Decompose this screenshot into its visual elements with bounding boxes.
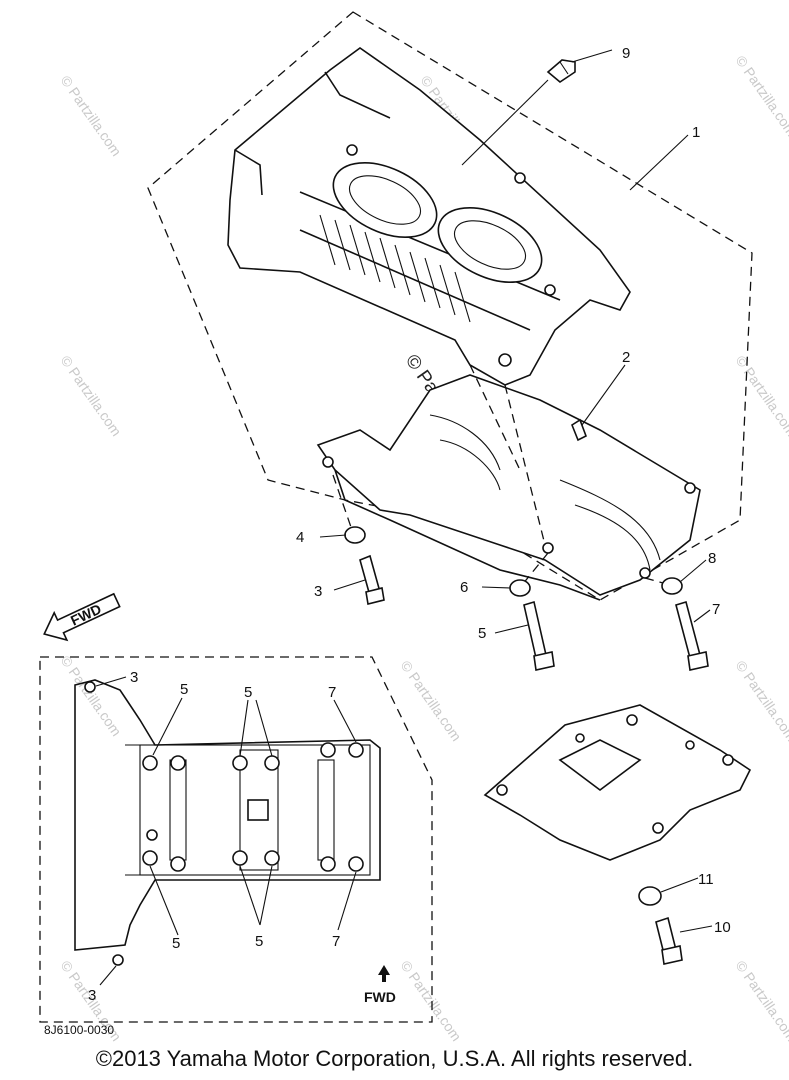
callout-1: 1 [692, 124, 700, 141]
fitting-9 [546, 59, 576, 83]
upper-crankcase [227, 47, 631, 386]
callout-8: 8 [708, 550, 716, 567]
inset-callout-5-left-top: 5 [180, 681, 188, 698]
leader-lines [319, 49, 713, 933]
watermark: © Partzilla.com [58, 73, 125, 159]
callout-9: 9 [622, 45, 630, 62]
watermark: © Partzilla.com [398, 658, 465, 744]
inset-callout-5-mid-top: 5 [244, 684, 252, 701]
watermark: © Partzilla.com [733, 658, 789, 744]
copyright-notice: ©2013 Yamaha Motor Corporation, U.S.A. A… [95, 1046, 694, 1071]
watermark: © Partzilla.com [58, 353, 125, 439]
washer-11 [638, 886, 662, 906]
fwd-label: FWD [68, 601, 104, 629]
bolt-5 [523, 600, 555, 671]
watermark: © Partzilla.com [58, 653, 125, 739]
inset-callout-7-top: 7 [328, 684, 336, 701]
washer-4 [344, 526, 366, 544]
callouts: 9 1 2 4 3 6 5 8 7 11 10 3 5 5 7 5 5 7 3 [88, 45, 731, 1004]
inset-detail [39, 656, 433, 1023]
callout-11: 11 [698, 871, 714, 888]
callout-4: 4 [296, 529, 304, 546]
alignment-line [332, 474, 353, 531]
inset-callout-3-top: 3 [130, 669, 138, 686]
inset-callout-7-bottom: 7 [332, 933, 340, 950]
inset-fwd-label: FWD [364, 989, 396, 1005]
callout-3: 3 [314, 583, 322, 600]
mounting-plate [483, 704, 752, 861]
alignment-line [521, 552, 549, 586]
watermark: © Partzilla.com [733, 958, 789, 1044]
bolt-3 [359, 554, 385, 605]
inset-callout-3-bottom: 3 [88, 987, 96, 1004]
callout-2: 2 [622, 349, 630, 366]
callout-10: 10 [714, 919, 731, 936]
watermark: © Partzilla.com [398, 958, 465, 1044]
watermark: © Partzilla.com [733, 353, 789, 439]
washer-8 [661, 577, 683, 595]
watermark: © Partzilla.com [733, 53, 789, 139]
callout-5: 5 [478, 625, 486, 642]
inset-callout-5-mid-bottom: 5 [255, 933, 263, 950]
callout-7: 7 [712, 601, 720, 618]
alignment-line [504, 384, 546, 546]
fwd-indicator: FWD [43, 592, 121, 642]
lower-crankcase [316, 374, 701, 601]
dowel-pin [571, 418, 588, 442]
bolt-7 [675, 600, 709, 671]
diagram-code: 8J6100-0030 [44, 1023, 114, 1037]
inset-callout-5-left-bottom: 5 [172, 935, 180, 952]
alignment-line [469, 364, 521, 471]
callout-6: 6 [460, 579, 468, 596]
bolt-10 [655, 916, 683, 965]
washer-6 [509, 579, 531, 597]
